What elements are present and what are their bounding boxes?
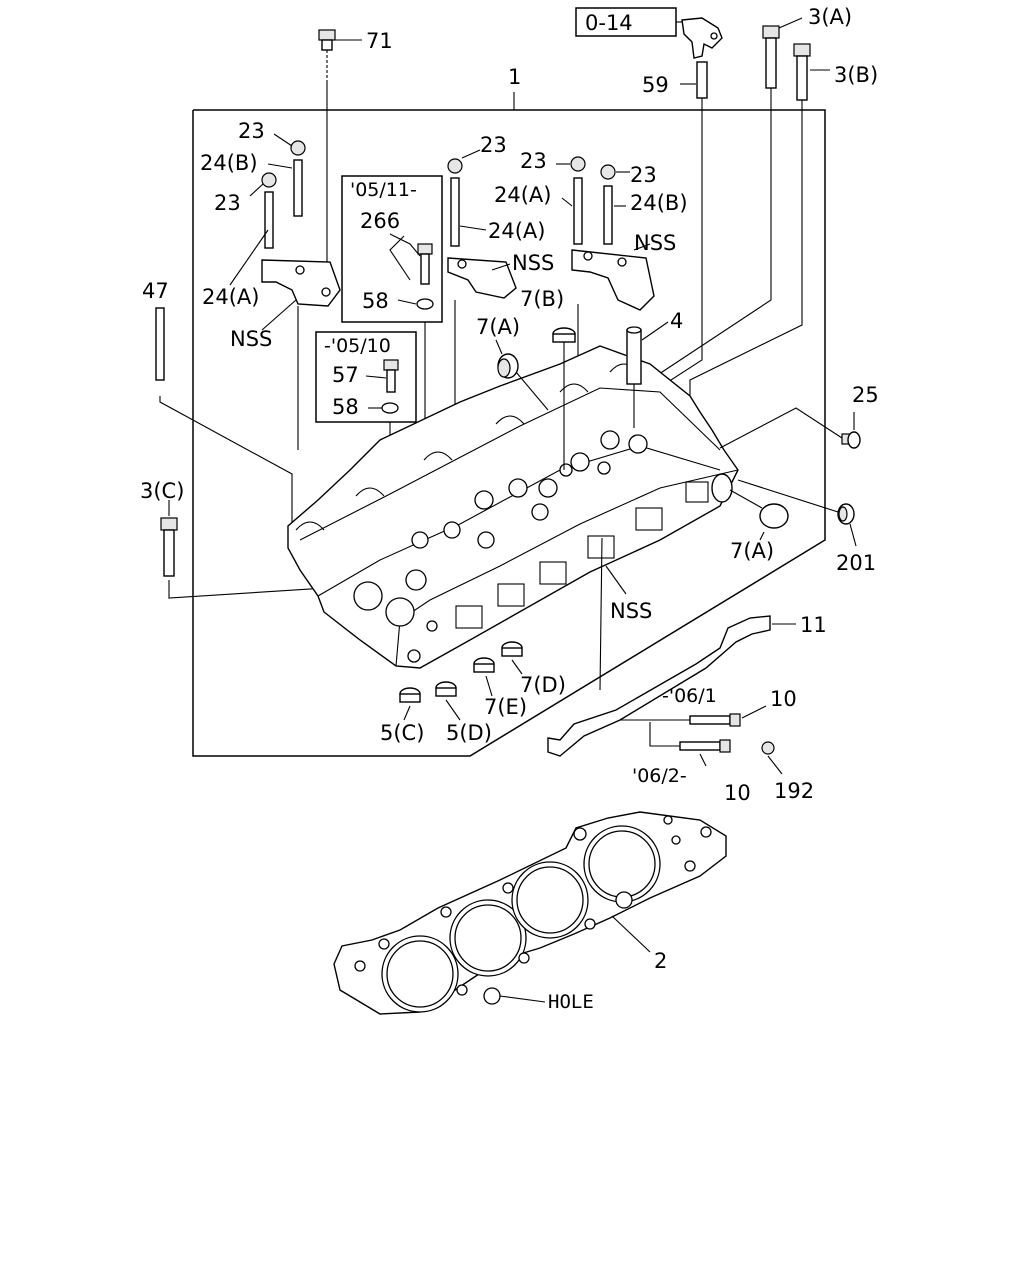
stud-47 [155,307,293,540]
label-hole: HOLE [548,991,594,1013]
label-nss-bottom: NSS [610,599,652,623]
label-24a-left: 24(A) [202,285,259,309]
reference-box-label: 0-14 [585,11,633,35]
label-23-e: 23 [630,163,657,187]
plug-7b [552,327,576,470]
glow-plug-new [649,722,731,767]
inset-new-part-b: 58 [362,289,389,313]
inset-old-part-b: 58 [332,395,359,419]
cylinder-head [287,345,739,669]
plug-7a-right [729,489,789,541]
seal-7d [501,641,523,675]
inset-old-period-label: -'05/10 [324,335,391,357]
label-201: 201 [836,551,876,575]
bolt-3b [689,43,830,400]
inset-new-part-a: 266 [360,209,400,233]
label-1: 1 [508,65,521,89]
label-3a: 3(A) [808,5,852,29]
label-glow-old-period: -'06/1 [662,685,717,707]
glow-plug-old [620,705,767,727]
bolt-3a [649,17,803,381]
label-7e: 7(E) [484,695,527,719]
seal-5c [399,687,421,721]
label-nss-right: NSS [634,231,676,255]
label-5d: 5(D) [446,721,492,745]
label-25: 25 [852,383,879,407]
seal-7e [473,657,495,697]
label-59: 59 [642,73,669,97]
label-5c: 5(C) [380,721,424,745]
inset-old-period: -'05/10 57 58 [315,331,417,446]
inset-old-part-a: 57 [332,363,359,387]
label-23-a: 23 [238,119,265,143]
bolt-71 [318,29,362,290]
label-24a-mid: 24(A) [488,219,545,243]
label-nss-mid: NSS [512,251,554,275]
label-24b-right: 24(B) [630,191,688,215]
sensor-part [681,17,723,59]
label-10-bottom: 10 [724,781,751,805]
seal-5d [435,681,461,721]
seal-201 [737,479,857,547]
inset-new-period-label: '05/11- [350,179,417,201]
label-23-b: 23 [214,191,241,215]
label-24a-right: 24(A) [494,183,551,207]
plug-7a-top [495,339,549,411]
label-11: 11 [800,613,827,637]
label-4: 4 [670,309,683,333]
harness-leader [599,537,603,691]
label-nss-left: NSS [230,327,272,351]
part-labels: 71 1 3(A) 3(B) 59 23 24(B) 23 24(A) NSS … [140,5,879,1013]
label-71: 71 [366,29,393,53]
middle-stud-group [447,149,517,455]
label-7d: 7(D) [520,673,566,697]
sleeve-4 [626,321,669,428]
plug-25 [719,407,861,449]
label-23-d: 23 [520,149,547,173]
label-47: 47 [142,279,169,303]
right-stud-group [556,156,655,412]
label-3b: 3(B) [834,63,878,87]
head-gasket-2 [333,811,727,1015]
label-23-c: 23 [480,133,507,157]
assembly-outline [192,92,826,757]
label-10-top: 10 [770,687,797,711]
inset-new-period: '05/11- 266 58 [341,175,443,470]
label-7b: 7(B) [520,287,564,311]
left-stud-group [229,133,341,450]
label-7a-top: 7(A) [476,315,520,339]
harness-11 [547,615,796,757]
label-3c: 3(C) [140,479,184,503]
label-2: 2 [654,949,667,973]
label-7a-right: 7(A) [730,539,774,563]
reference-box-0-14: 0-14 [575,7,690,37]
label-glow-new-period: '06/2- [632,765,687,787]
nut-192 [761,741,783,775]
nss-bottom-leader [605,565,627,595]
label-24b-left: 24(B) [200,151,258,175]
label-192: 192 [774,779,814,803]
